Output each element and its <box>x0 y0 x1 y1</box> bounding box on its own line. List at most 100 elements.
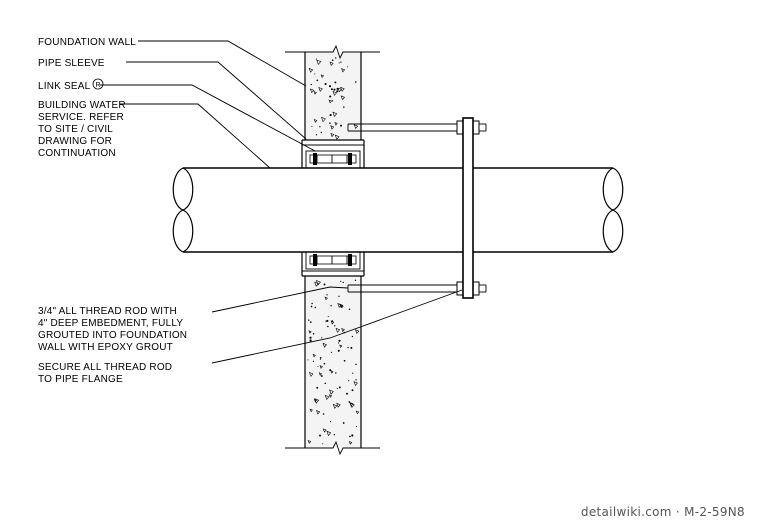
concrete-aggregate <box>321 116 326 123</box>
concrete-dot <box>331 59 334 61</box>
concrete-dot <box>323 283 326 286</box>
concrete-dot <box>342 422 345 424</box>
concrete-dot <box>340 280 342 282</box>
concrete-dot <box>311 125 313 128</box>
concrete-dot <box>321 337 323 339</box>
concrete-dot <box>347 346 349 349</box>
concrete-aggregate <box>336 402 341 408</box>
concrete-aggregate <box>316 59 322 65</box>
concrete-dot <box>329 95 332 98</box>
label-secure-rod-line-2: TO PIPE FLANGE <box>38 374 123 385</box>
concrete-dot <box>319 126 321 128</box>
concrete-aggregate <box>322 342 327 348</box>
concrete-aggregate <box>332 111 338 117</box>
concrete-dot <box>329 421 332 423</box>
registered-mark-letter: R <box>95 82 100 89</box>
label-thread-rod: 3/4" ALL THREAD ROD WITH 4" DEEP EMBEDME… <box>38 306 187 353</box>
concrete-aggregate <box>339 303 344 308</box>
concrete-dot <box>314 73 316 75</box>
concrete-aggregate <box>313 398 318 403</box>
concrete-dot <box>319 434 321 437</box>
concrete-aggregate <box>332 403 338 409</box>
concrete-dot <box>320 375 323 377</box>
wall-break-line-top <box>285 44 380 60</box>
concrete-dot <box>348 380 350 382</box>
concrete-aggregate <box>308 371 314 377</box>
concrete-aggregate <box>322 428 327 433</box>
concrete-aggregate <box>326 430 332 437</box>
concrete-dot <box>349 435 351 438</box>
concrete-dot <box>307 359 309 361</box>
concrete-dot <box>334 81 337 84</box>
concrete-dot <box>329 369 332 372</box>
concrete-dot <box>309 336 312 339</box>
concrete-aggregate <box>354 329 360 334</box>
concrete-dot <box>338 339 341 342</box>
concrete-stipple-top <box>308 57 359 140</box>
concrete-dot <box>338 386 341 389</box>
label-thread-rod-line-3: GROUTED INTO FOUNDATION <box>38 330 187 341</box>
concrete-dot <box>333 433 336 436</box>
concrete-dot <box>330 351 333 353</box>
concrete-dot <box>355 81 357 83</box>
concrete-dot <box>322 413 325 415</box>
concrete-dot <box>311 302 313 305</box>
pipe-flange <box>462 117 474 299</box>
label-building-water: BUILDING WATER SERVICE. REFER TO SITE / … <box>38 100 126 159</box>
concrete-dot <box>337 349 340 352</box>
concrete-dot <box>324 382 327 385</box>
concrete-dot <box>337 342 340 344</box>
concrete-aggregate <box>324 394 330 400</box>
concrete-dot <box>327 325 329 328</box>
concrete-dot <box>312 360 315 363</box>
concrete-aggregate <box>329 61 334 66</box>
concrete-dot <box>338 295 340 297</box>
link-seal-top <box>305 150 361 169</box>
concrete-aggregate <box>355 410 360 415</box>
concrete-dot <box>320 131 323 134</box>
concrete-dot <box>316 386 319 389</box>
concrete-aggregate <box>318 86 323 92</box>
concrete-dot <box>335 372 337 374</box>
concrete-aggregate <box>334 134 340 140</box>
concrete-aggregate <box>313 118 318 123</box>
concrete-aggregate <box>330 132 335 138</box>
concrete-aggregate <box>307 439 312 444</box>
concrete-dot <box>355 363 357 366</box>
concrete-aggregate <box>324 296 328 301</box>
label-pipe-sleeve: PIPE SLEEVE <box>38 58 105 69</box>
concrete-dot <box>326 294 328 296</box>
concrete-dot <box>330 88 333 91</box>
concrete-dot <box>336 90 339 93</box>
concrete-dot <box>315 134 318 136</box>
concrete-aggregate <box>308 330 312 334</box>
label-building-water-line-4: DRAWING FOR <box>38 136 112 147</box>
label-secure-rod-line-1: SECURE ALL THREAD ROD <box>38 362 172 373</box>
concrete-dot <box>309 339 312 342</box>
concrete-dot <box>325 320 327 322</box>
concrete-aggregate <box>341 327 345 333</box>
concrete-dot <box>343 106 345 108</box>
concrete-dot <box>343 359 346 362</box>
concrete-dot <box>330 305 332 307</box>
concrete-aggregate <box>334 121 338 126</box>
concrete-aggregate <box>320 74 325 78</box>
concrete-aggregate <box>313 90 317 95</box>
concrete-dot <box>326 319 329 322</box>
concrete-aggregate <box>340 95 346 101</box>
label-thread-rod-line-4: WALL WITH EPOXY GROUT <box>38 342 173 353</box>
concrete-dot <box>308 319 310 321</box>
concrete-aggregate <box>315 279 321 286</box>
concrete-aggregate <box>328 394 333 398</box>
concrete-aggregate <box>330 125 335 130</box>
concrete-dot <box>328 85 332 88</box>
concrete-aggregate <box>314 281 319 287</box>
concrete-dot <box>324 82 327 86</box>
concrete-dot <box>329 114 332 117</box>
concrete-aggregate <box>319 365 324 369</box>
concrete-dot <box>322 443 324 445</box>
concrete-aggregate <box>314 398 320 404</box>
label-thread-rod-line-1: 3/4" ALL THREAD ROD WITH <box>38 306 177 317</box>
concrete-dot <box>333 88 336 91</box>
